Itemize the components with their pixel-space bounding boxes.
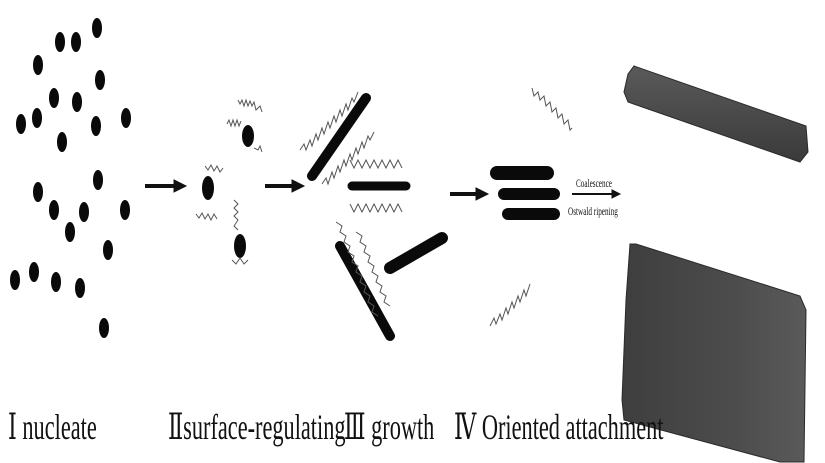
nucleus xyxy=(121,108,131,128)
nucleus xyxy=(72,92,82,112)
ligand-chain xyxy=(237,98,263,113)
coalescence-label: Coalescence xyxy=(576,176,612,190)
ligand-chain xyxy=(226,118,242,128)
nucleus xyxy=(95,70,105,90)
nucleus xyxy=(16,114,26,134)
nucleus xyxy=(103,240,113,260)
rod xyxy=(307,93,371,181)
nanowire-thick xyxy=(621,243,807,463)
capped-particle xyxy=(202,176,214,200)
stage-label-oriented-attachment: Ⅳ Oriented attachment xyxy=(454,407,664,447)
ligand-chain xyxy=(321,131,375,186)
rod xyxy=(384,232,448,274)
ligand-chain xyxy=(349,202,403,214)
nucleus xyxy=(55,32,65,52)
oriented-attachment xyxy=(489,87,573,327)
aligned-rod xyxy=(502,208,560,220)
aligned-rod xyxy=(490,166,554,180)
nucleus xyxy=(49,88,59,108)
nucleus xyxy=(99,318,109,338)
arrow-1 xyxy=(145,179,188,193)
stage-label-growth: Ⅲ growth xyxy=(344,407,435,447)
growing-rods xyxy=(299,91,448,341)
ligand-chain xyxy=(355,231,391,307)
nucleus xyxy=(32,108,42,128)
nucleus xyxy=(33,182,43,202)
aligned-rod xyxy=(498,188,560,200)
ligand-chain xyxy=(233,199,239,231)
nucleus xyxy=(120,200,130,220)
rod xyxy=(335,241,395,341)
nucleus xyxy=(93,170,103,190)
nucleus xyxy=(51,272,61,292)
capped-particle xyxy=(234,234,246,258)
nanowire-thin xyxy=(623,65,809,163)
nucleus xyxy=(33,55,43,75)
arrow-2 xyxy=(265,179,306,193)
nuclei-cluster xyxy=(10,18,131,338)
nucleus xyxy=(71,32,81,52)
ostwald-ripening-label: Ostwald ripening xyxy=(568,204,618,218)
stage-label-surface-regulating: Ⅱsurface-regulating xyxy=(168,407,346,447)
ligand-chain xyxy=(253,144,263,153)
arrow-3 xyxy=(450,187,490,201)
ligand-chain xyxy=(204,163,224,173)
ligand-chain xyxy=(531,87,573,132)
nucleus xyxy=(65,222,75,242)
nanowires xyxy=(621,65,809,463)
nucleus xyxy=(29,262,39,282)
nucleus xyxy=(79,202,89,222)
nucleus xyxy=(49,200,59,220)
surface-regulated-particles xyxy=(195,98,263,265)
nucleus xyxy=(10,270,20,290)
ligand-chain xyxy=(299,91,359,152)
ligand-chain xyxy=(335,221,379,317)
ligand-chain xyxy=(195,211,218,222)
nucleus xyxy=(75,278,85,298)
ligand-chain xyxy=(349,158,403,170)
capped-particle xyxy=(242,125,254,147)
nucleus xyxy=(91,116,101,136)
nucleus xyxy=(57,132,67,152)
ligand-chain xyxy=(489,283,531,327)
ligand-chain xyxy=(231,257,249,265)
branch-arrow xyxy=(572,189,622,199)
stage-label-nucleate: Ⅰ nucleate xyxy=(8,407,97,447)
nucleus xyxy=(92,18,102,38)
